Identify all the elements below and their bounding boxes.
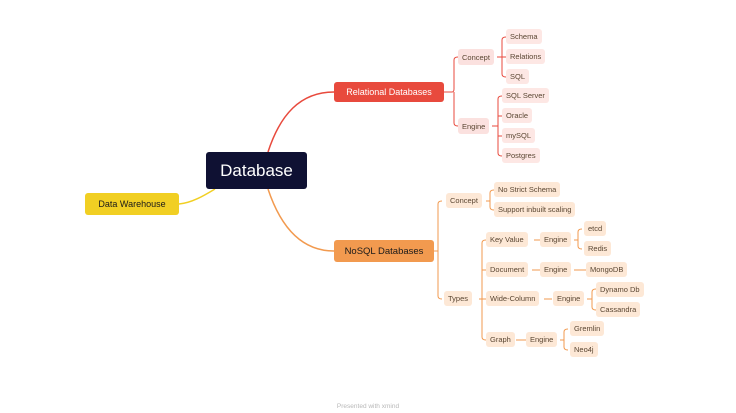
connector-graph-items bbox=[560, 328, 569, 351]
neo4j-topic[interactable]: Neo4j bbox=[570, 342, 598, 357]
nosql-databases-topic[interactable]: NoSQL Databases bbox=[334, 240, 434, 262]
oracle-topic[interactable]: Oracle bbox=[502, 108, 533, 123]
nosql-concept-topic[interactable]: Concept bbox=[446, 193, 482, 208]
key-value-engine-topic[interactable]: Engine bbox=[540, 232, 572, 247]
relational-databases-topic[interactable]: Relational Databases bbox=[334, 82, 444, 102]
connector-nosql-concept bbox=[434, 200, 443, 252]
graph-topic[interactable]: Graph bbox=[486, 332, 515, 347]
connector-relational-engine bbox=[453, 92, 459, 127]
connector-concept-items bbox=[497, 36, 507, 78]
mongodb-topic[interactable]: MongoDB bbox=[586, 262, 628, 277]
connector-keyvalue-items bbox=[574, 228, 583, 250]
relational-engine-topic[interactable]: Engine bbox=[458, 118, 490, 134]
connector-nosql-concept-items bbox=[486, 189, 495, 211]
sql-topic[interactable]: SQL bbox=[506, 69, 530, 84]
wide-column-topic[interactable]: Wide-Column bbox=[486, 291, 540, 306]
gremlin-topic[interactable]: Gremlin bbox=[570, 321, 605, 336]
data-warehouse-topic[interactable]: Data Warehouse bbox=[85, 193, 179, 215]
document-topic[interactable]: Document bbox=[486, 262, 529, 277]
connector-engine-items bbox=[492, 95, 503, 157]
connector-root-relational bbox=[267, 91, 335, 153]
redis-topic[interactable]: Redis bbox=[584, 241, 612, 256]
relational-concept-topic[interactable]: Concept bbox=[458, 49, 494, 65]
nosql-types-topic[interactable]: Types bbox=[444, 291, 473, 306]
etcd-topic[interactable]: etcd bbox=[584, 221, 607, 236]
support-inbuilt-scaling-topic[interactable]: Support inbuilt scaling bbox=[494, 202, 576, 217]
relations-topic[interactable]: Relations bbox=[506, 49, 546, 64]
graph-engine-topic[interactable]: Engine bbox=[526, 332, 558, 347]
cassandra-topic[interactable]: Cassandra bbox=[596, 302, 641, 317]
dynamo-db-topic[interactable]: Dynamo Db bbox=[596, 282, 644, 297]
schema-topic[interactable]: Schema bbox=[506, 29, 542, 44]
key-value-topic[interactable]: Key Value bbox=[486, 232, 528, 247]
connector-relational-concept bbox=[444, 56, 459, 93]
presented-with-footer: Presented with xmind bbox=[336, 403, 400, 410]
mysql-topic[interactable]: mySQL bbox=[502, 128, 536, 143]
sql-server-topic[interactable]: SQL Server bbox=[502, 88, 549, 103]
connector-widecolumn-items bbox=[587, 288, 597, 311]
connector-root-warehouse bbox=[178, 188, 216, 205]
no-strict-schema-topic[interactable]: No Strict Schema bbox=[494, 182, 561, 197]
connector-root-nosql bbox=[267, 188, 335, 252]
connector-types-items bbox=[479, 239, 487, 341]
root-topic[interactable]: Database bbox=[206, 152, 307, 189]
document-engine-topic[interactable]: Engine bbox=[540, 262, 572, 277]
wide-column-engine-topic[interactable]: Engine bbox=[553, 291, 585, 306]
connector-nosql-types bbox=[437, 251, 443, 300]
postgres-topic[interactable]: Postgres bbox=[502, 148, 540, 163]
